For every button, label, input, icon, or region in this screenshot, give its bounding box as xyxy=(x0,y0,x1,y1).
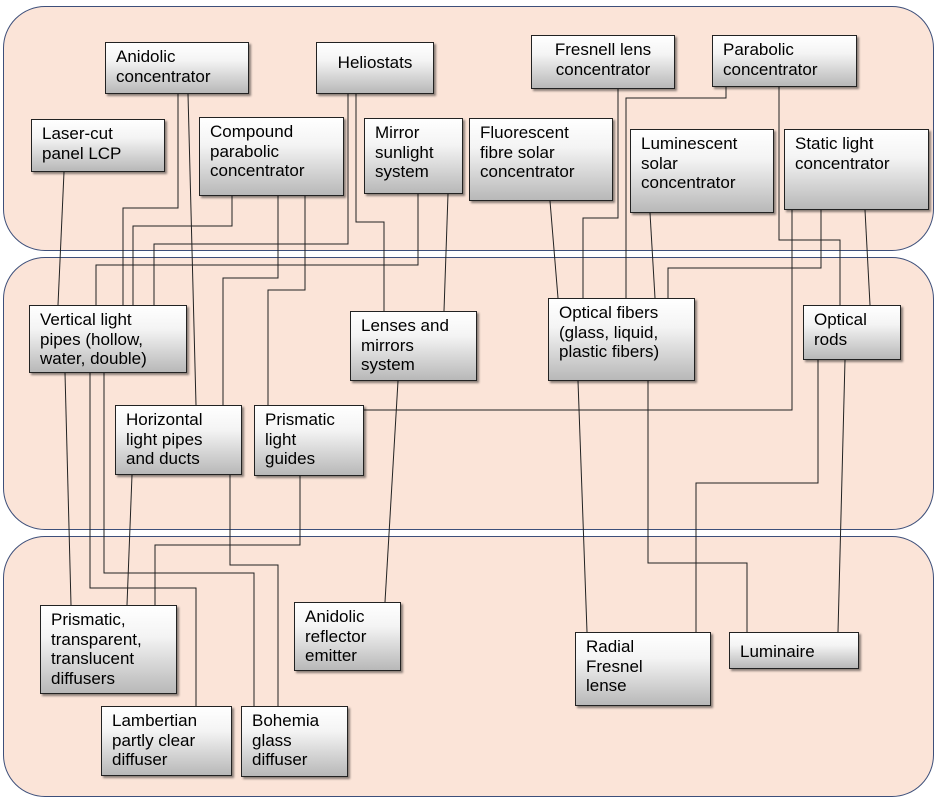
node-compound-parabolic-concentrator: Compound parabolic concentrator xyxy=(199,117,344,196)
connector-line xyxy=(355,94,385,311)
node-prismatic-transparent-translucent-diffusers: Prismatic, transparent, translucent diff… xyxy=(40,605,177,694)
connector-line xyxy=(153,94,349,305)
connector-line xyxy=(132,196,233,305)
node-optical-rods: Optical rods xyxy=(803,305,901,360)
connector-line xyxy=(57,171,65,306)
connector-line xyxy=(649,212,656,299)
node-optical-fibers: Optical fibers (glass, liquid, plastic f… xyxy=(548,298,695,381)
connector-line xyxy=(778,87,841,305)
connector-line xyxy=(625,87,727,298)
node-fluorescent-fibre-solar-concentrator: Fluorescent fibre solar concentrator xyxy=(469,118,613,201)
connector-line xyxy=(384,380,399,603)
connector-line xyxy=(695,360,819,632)
node-vertical-light-pipes: Vertical light pipes (hollow, water, dou… xyxy=(29,305,187,373)
band-transport xyxy=(3,257,934,530)
connector-line xyxy=(864,209,871,306)
connector-line xyxy=(667,210,822,298)
connector-line xyxy=(647,381,748,632)
connector-line xyxy=(95,194,419,305)
node-parabolic-concentrator: Parabolic concentrator xyxy=(712,35,857,87)
node-lambertian-partly-clear-diffuser: Lambertian partly clear diffuser xyxy=(101,706,232,776)
node-prismatic-light-guides: Prismatic light guides xyxy=(254,405,364,476)
node-mirror-sunlight-system: Mirror sunlight system xyxy=(364,118,463,194)
connector-line xyxy=(126,474,133,606)
node-bohemia-glass-diffuser: Bohemia glass diffuser xyxy=(241,706,348,777)
connector-line xyxy=(64,372,72,606)
connector-line xyxy=(103,373,255,706)
node-laser-cut-panel: Laser-cut panel LCP xyxy=(31,119,165,172)
node-luminaire: Luminaire xyxy=(729,632,859,669)
node-heliostats: Heliostats xyxy=(316,42,434,94)
connector-line xyxy=(154,476,301,605)
connector-line xyxy=(222,196,279,405)
node-radial-fresnel-lense: Radial Fresnel lense xyxy=(575,632,711,706)
connector-line xyxy=(837,359,846,633)
connector-line xyxy=(267,196,306,405)
node-fresnell-lens-concentrator: Fresnell lens concentrator xyxy=(531,35,675,89)
connector-line xyxy=(364,210,793,411)
connector-line xyxy=(89,373,197,706)
node-anidolic-concentrator: Anidolic concentrator xyxy=(105,42,249,94)
node-anidolic-reflector-emitter: Anidolic reflector emitter xyxy=(294,602,401,671)
connector-line xyxy=(549,200,559,299)
connector-line xyxy=(577,380,588,633)
node-luminescent-solar-concentrator: Luminescent solar concentrator xyxy=(630,129,774,213)
connector-line xyxy=(582,89,619,298)
node-horizontal-light-pipes: Horizontal light pipes and ducts xyxy=(115,405,242,475)
connector-line xyxy=(122,94,179,305)
connector-line xyxy=(443,193,449,312)
node-lenses-and-mirrors-system: Lenses and mirrors system xyxy=(350,311,477,381)
connector-line xyxy=(229,475,279,706)
connector-line xyxy=(187,93,197,406)
node-static-light-concentrator: Static light concentrator xyxy=(784,129,929,210)
